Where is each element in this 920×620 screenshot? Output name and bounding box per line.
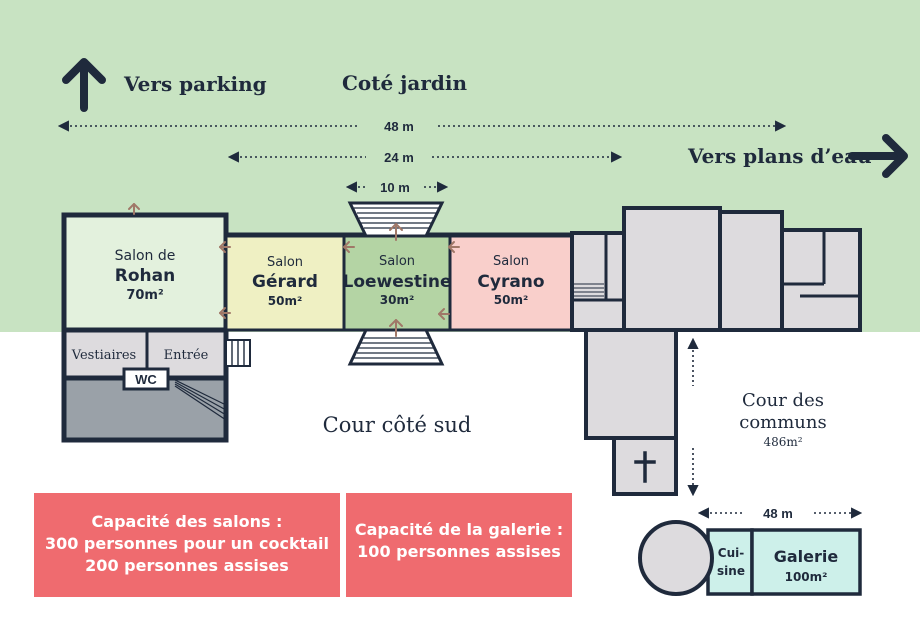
dimension-total-label: 48 m — [384, 119, 414, 134]
entrance-arrow-icon — [389, 223, 403, 241]
top-steps — [347, 201, 445, 238]
bottom-steps — [347, 328, 445, 366]
loewestine-label-name: Loewestine — [343, 272, 452, 292]
entrance-arrow-icon — [389, 319, 403, 337]
service-stairs — [574, 283, 604, 297]
rohan-area: 70m² — [126, 288, 163, 303]
garden-side-label: Coté jardin — [342, 71, 467, 95]
gallery-capacity-title: Capacité de la galerie : — [354, 520, 564, 539]
salons-capacity-box: Capacité des salons : 300 personnes pour… — [34, 493, 340, 597]
entrance-arrow-icon — [438, 308, 450, 320]
arrow-up-icon — [62, 58, 106, 112]
commons-courtyard-line2: communs — [739, 412, 826, 433]
dimension-middle-label: 24 m — [384, 150, 414, 165]
cuisine-label-line1: Cui- — [718, 546, 744, 560]
to-parking-label: Vers parking — [123, 72, 267, 96]
commons-courtyard-area: 486m² — [763, 435, 802, 449]
room-east-c — [780, 228, 862, 332]
room-east-b — [718, 210, 784, 332]
entrance-arrow-icon — [128, 203, 140, 215]
salons-capacity-title: Capacité des salons : — [91, 512, 283, 531]
room-gerard — [224, 234, 346, 332]
gerard-label-name: Gérard — [252, 272, 318, 292]
round-tower — [638, 520, 714, 596]
room-east-a — [622, 206, 722, 332]
cyrano-label-line1: Salon — [493, 254, 529, 269]
dimension-central-label: 10 m — [380, 180, 410, 195]
loewestine-area: 30m² — [380, 293, 414, 307]
cyrano-area: 50m² — [494, 293, 528, 307]
cross-icon — [634, 451, 656, 483]
gallery-capacity-seated: 100 personnes assises — [357, 542, 561, 561]
gerard-area: 50m² — [268, 294, 302, 308]
rohan-label-line1: Salon de — [115, 248, 176, 264]
room-galerie — [750, 528, 862, 596]
room-wc — [122, 367, 170, 391]
entrance-arrow-icon — [448, 241, 460, 253]
galerie-label-name: Galerie — [774, 547, 839, 566]
salons-capacity-cocktail: 300 personnes pour un cocktail — [44, 534, 330, 553]
room-cuisine — [706, 528, 754, 596]
vestiaires-label: Vestiaires — [71, 348, 136, 363]
south-courtyard-label: Cour côté sud — [323, 413, 472, 437]
to-water-label: Vers plans d’eau — [687, 144, 872, 168]
room-south-annex — [584, 328, 678, 440]
entrance-arrow-icon — [219, 307, 231, 319]
galerie-area: 100m² — [785, 570, 828, 584]
gallery-capacity-box: Capacité de la galerie : 100 personnes a… — [346, 493, 572, 597]
commons-courtyard-line1: Cour des — [742, 390, 824, 411]
room-service — [570, 231, 626, 332]
rohan-label-name: Rohan — [115, 266, 175, 286]
loewestine-label-line1: Salon — [379, 254, 415, 269]
dimension-gallery-label: 48 m — [763, 506, 793, 521]
arrow-right-icon — [848, 134, 908, 178]
cuisine-label-line2: sine — [717, 564, 745, 578]
entrance-arrow-icon — [343, 241, 355, 253]
entrance-arrow-icon — [219, 241, 231, 253]
staircase-icon — [174, 379, 227, 421]
wc-label: WC — [135, 372, 157, 387]
cyrano-label-name: Cyrano — [477, 272, 544, 292]
salons-capacity-seated: 200 personnes assises — [85, 556, 289, 575]
gerard-label-line1: Salon — [267, 255, 303, 270]
entree-label: Entrée — [164, 348, 209, 363]
